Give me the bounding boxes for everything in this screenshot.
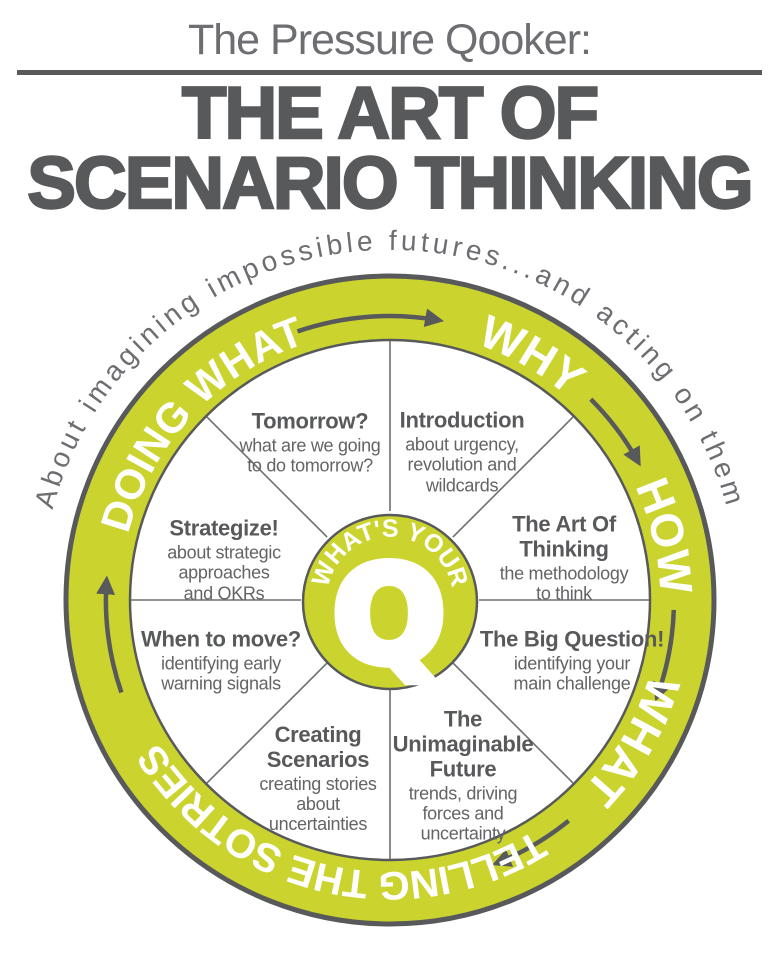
segment-divider [452, 416, 574, 538]
divider-rule [17, 70, 762, 75]
segment-body: identifying your main challenge [513, 653, 631, 694]
segment-when-to-move: When to move? identifying early warning … [116, 626, 326, 695]
segment-introduction: Introduction about urgency, revolution a… [357, 407, 567, 496]
segment-title: The Big Question! [479, 626, 665, 652]
clockwise-arrow-left [96, 575, 124, 694]
segment-dividers [131, 341, 649, 859]
segment-strategize: Strategize! about strategic approaches a… [119, 515, 329, 604]
segment-title: Introduction [399, 407, 525, 433]
page-title-line1: THE ART OF [181, 73, 601, 154]
clockwise-arrow-top [296, 308, 444, 334]
clockwise-arrow-right [652, 609, 677, 702]
segment-body: trends, driving forces and uncertainty [408, 783, 518, 844]
segment-body: what are we going to do tomorrow? [239, 435, 381, 476]
segment-body: creating stories about uncertainties [259, 773, 377, 835]
segment-body: the methodology to think [499, 563, 629, 604]
segment-title: Tomorrow? [251, 408, 369, 434]
segment-divider [452, 662, 574, 784]
kicker-title: The Pressure Qooker: [187, 16, 592, 64]
ring-arrows [96, 308, 677, 867]
segment-creating-scenarios: Creating Scenarios creating stories abou… [213, 722, 423, 835]
center-badge: WHAT'S YOUR Q [301, 513, 479, 698]
segment-divider [206, 662, 328, 784]
segment-big-question: The Big Question! identifying your main … [467, 626, 677, 695]
segment-body: about strategic approaches and OKRs [167, 542, 281, 604]
segment-body: about urgency, revolution and wildcards [405, 434, 519, 496]
page-title-line2: SCENARIO THINKING [26, 143, 755, 225]
segment-tomorrow: Tomorrow? what are we going to do tomorr… [205, 408, 415, 477]
segment-title: The Art Of Thinking [512, 511, 616, 562]
center-q-letter: Q [333, 539, 445, 693]
segment-body: identifying early warning signals [161, 653, 281, 694]
segment-divider [206, 416, 328, 538]
segment-art-of-thinking: The Art Of Thinking the methodology to t… [459, 511, 669, 604]
segment-title: The Unimaginable Future [392, 706, 534, 782]
clockwise-arrow-lower-right [492, 818, 571, 867]
clockwise-arrow-upper-right [589, 397, 641, 467]
segment-title: Strategize! [169, 515, 279, 541]
segment-title: Creating Scenarios [266, 722, 370, 773]
page-title: THE ART OF SCENARIO THINKING [0, 73, 779, 225]
segment-title: When to move? [141, 626, 301, 652]
segment-unimaginable-future: The Unimaginable Future trends, driving … [358, 706, 568, 845]
